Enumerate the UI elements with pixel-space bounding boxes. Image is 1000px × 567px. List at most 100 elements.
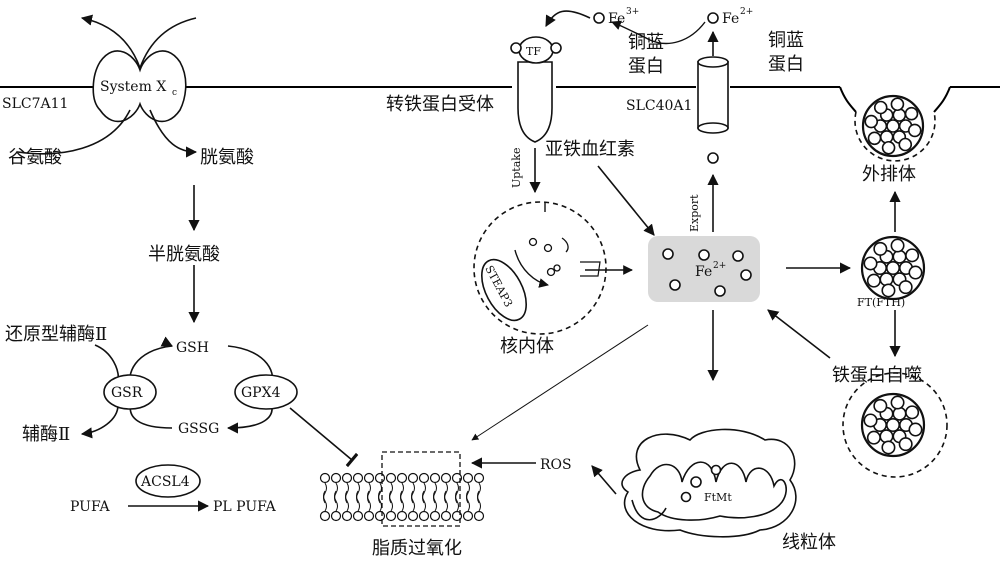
fe-in-transit <box>707 152 719 164</box>
ferritin-subunit <box>892 249 907 264</box>
ferritin-subunit <box>879 429 894 444</box>
ferritin-subunit <box>905 405 920 420</box>
lipid-tail <box>367 482 371 504</box>
lipid-tail <box>378 482 382 504</box>
acsl4-label: ACSL4 <box>140 474 190 490</box>
lipid-head <box>341 510 353 522</box>
tf-label: TF <box>526 45 541 58</box>
acsl4-enzyme <box>135 464 201 498</box>
lipid-tail <box>345 482 349 504</box>
lipid-head <box>396 510 408 522</box>
lipid-tail <box>433 482 437 504</box>
ferritin-subunit <box>908 422 923 437</box>
ferritin-subunit <box>892 406 907 421</box>
transferrin-receptor-label: 转铁蛋白受体 <box>386 94 494 115</box>
lipid-head <box>462 472 474 484</box>
ceruloplasmin-left-line1: 铜蓝 <box>628 32 664 53</box>
cystine-label: 胱氨酸 <box>200 147 254 168</box>
glutamate-label: 谷氨酸 <box>8 147 62 168</box>
ferritin-subunit <box>873 241 888 256</box>
lipid-tail <box>323 490 327 512</box>
lipid-head <box>352 510 364 522</box>
ferritin-subunit <box>890 395 905 410</box>
system-xc-transporter <box>17 14 198 158</box>
lipid-tail <box>367 490 371 512</box>
lipid-tail <box>477 482 481 504</box>
endosome-iron-dots <box>528 237 561 277</box>
nadp-label: 辅酶Ⅱ <box>22 424 70 445</box>
lipid-tail <box>411 482 415 504</box>
lipid-head <box>319 472 331 484</box>
cysteine-label: 半胱氨酸 <box>148 244 220 265</box>
mito-to-ros-arrow <box>591 465 617 495</box>
lipid-head <box>473 472 485 484</box>
lipid-tail <box>356 490 360 512</box>
ferritin-subunit <box>904 106 919 121</box>
gsh-label: GSH <box>176 340 209 356</box>
lipid-bilayer <box>319 472 485 522</box>
lipid-head <box>473 510 485 522</box>
pool-iron-dots <box>662 248 752 297</box>
lipid-head <box>363 472 375 484</box>
ferritin-subunit <box>881 440 896 455</box>
mitochondria-label: 线粒体 <box>782 532 836 553</box>
lipid-tail <box>444 482 448 504</box>
ftmt-label: FtMt <box>704 491 732 504</box>
ferritin-subunit <box>864 114 879 129</box>
lipid-head <box>418 510 430 522</box>
fe3-ion <box>593 12 605 24</box>
lipid-tail <box>334 490 338 512</box>
mitochondrion <box>621 428 797 538</box>
lipid-tail <box>400 482 404 504</box>
pl-pufa-label: PL PUFA <box>213 499 277 515</box>
lipid-tail <box>455 490 459 512</box>
fe2-top-sup: 2+ <box>740 7 753 17</box>
lipid-head <box>374 472 386 484</box>
gsr-enzyme <box>103 374 157 410</box>
lipid-head <box>385 510 397 522</box>
ferritin-subunit <box>886 119 900 133</box>
fe2-pool-sup: 2+ <box>713 261 726 271</box>
lipid-head <box>451 510 463 522</box>
ft-fth-label: FT(FTH) <box>857 296 905 309</box>
cell-membrane <box>0 86 1000 113</box>
lipid-head <box>407 472 419 484</box>
ferritin-subunit <box>873 100 888 115</box>
gpx4-inhibition-line <box>289 407 359 468</box>
lipid-tail <box>334 482 338 504</box>
ceruloplasmin-right-line1: 铜蓝 <box>768 30 804 51</box>
lipid-head <box>462 510 474 522</box>
transferrin-receptor-shape <box>510 36 562 143</box>
lipid-head <box>352 472 364 484</box>
endosome-label: 核内体 <box>500 336 554 357</box>
lipid-head <box>407 510 419 522</box>
ferritin-subunit <box>898 437 913 452</box>
steap3-protein <box>481 258 527 322</box>
lipid-head <box>440 472 452 484</box>
ceruloplasmin-right-line2: 蛋白 <box>768 54 804 75</box>
mitochondria-iron-dots <box>680 464 722 503</box>
heme-label: 亚铁血红素 <box>545 139 635 160</box>
lipid-head <box>374 510 386 522</box>
ferritin-subunit <box>892 108 907 122</box>
gsr-label: GSR <box>111 385 143 401</box>
ferritinophagy-arrow <box>767 309 831 359</box>
ferritin-subunit <box>866 273 881 288</box>
ferritin-subunit <box>905 248 920 263</box>
ferritin-subunit <box>885 260 900 275</box>
heme-arrow <box>597 165 655 236</box>
lipid-tail <box>400 490 404 512</box>
steap3-reduction-arrow <box>514 249 549 288</box>
lipid-head <box>451 472 463 484</box>
ferritin-subunit <box>907 123 922 138</box>
lipid-tail <box>422 482 426 504</box>
fe-to-lipid-arrow <box>471 324 649 441</box>
system-xc-label: System X <box>100 79 166 95</box>
lipid-head <box>418 472 430 484</box>
exosome-ferritin-cluster <box>861 94 925 158</box>
gssg-label: GSSG <box>178 421 219 437</box>
ros-label: ROS <box>540 457 572 473</box>
peroxidation-box <box>381 451 461 527</box>
lipid-tail <box>323 482 327 504</box>
